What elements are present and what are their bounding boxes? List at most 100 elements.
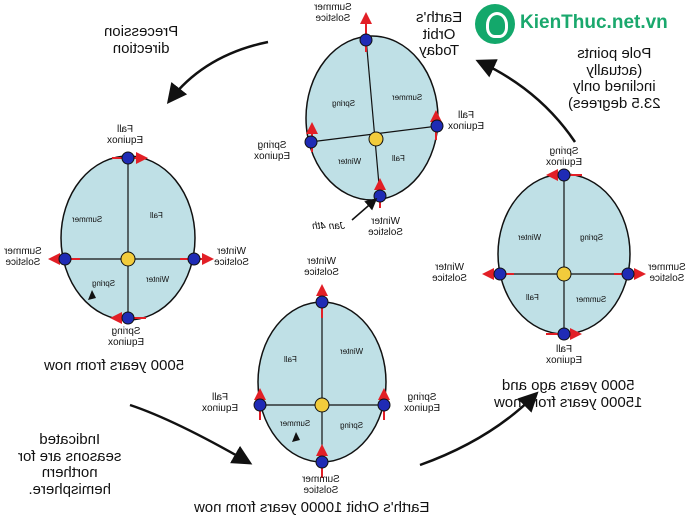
- bottom-q-winter: Winter: [340, 347, 364, 356]
- orbit-today-line-2: Orbit: [422, 25, 456, 43]
- site-logo: KienThuc.net.vn: [472, 2, 700, 46]
- pole-note: Pole points (actually inclined only 23.5…: [568, 45, 661, 112]
- label-line: Equinox: [202, 403, 239, 414]
- top-winter-solstice: Winter Solstice: [368, 216, 403, 238]
- bottom-q-fall: Fall: [284, 355, 297, 364]
- right-summer-solstice: Summer Solstice: [648, 262, 686, 284]
- label-line: Solstice: [214, 257, 250, 268]
- label-line: Summer: [314, 2, 352, 13]
- bottom-q-summer: Summer: [280, 419, 311, 428]
- sun: [368, 131, 384, 147]
- pole-note-line-2: (actually: [586, 61, 643, 79]
- precession-line-1: Precession: [104, 23, 179, 40]
- precession-arrow-right-top: [475, 59, 577, 143]
- label-line: Summer: [302, 474, 340, 485]
- orbit-today-line-3: Today: [419, 42, 460, 59]
- label-line: Solstice: [304, 267, 340, 278]
- right-q-spring: Spring: [580, 233, 604, 242]
- label-line: Equinox: [404, 403, 441, 414]
- label-line: Equinox: [254, 151, 291, 162]
- logo-text: KienThuc.net.vn: [520, 12, 668, 33]
- label-line: Spring: [257, 140, 287, 151]
- planet-fall-equinox: [430, 119, 444, 133]
- orbit-5000-years: [48, 151, 214, 325]
- pole-note-line-1: Pole points: [577, 45, 652, 62]
- top-q-spring: Spring: [332, 99, 356, 108]
- label-line: Spring: [549, 146, 579, 157]
- orbit-today: [304, 12, 444, 221]
- planet-spring-equinox: [304, 135, 318, 149]
- caption-5000-years: 5000 years from now: [44, 357, 185, 374]
- label-line: Winter: [307, 256, 336, 267]
- label-line: Solstice: [315, 13, 351, 24]
- orbit-5000-years-ago: [482, 168, 646, 341]
- right-q-winter: Winter: [518, 233, 542, 242]
- label-line: Fall: [212, 392, 229, 403]
- caption-line-2: 15000 years from now: [494, 393, 643, 411]
- seasons-note-line-1: Indicated: [39, 431, 101, 448]
- top-q-winter: Winter: [338, 157, 362, 166]
- label-line: Fall: [117, 124, 134, 135]
- label-line: Equinox: [108, 337, 145, 348]
- label-line: Solstice: [432, 273, 468, 284]
- label-line: Solstice: [649, 273, 685, 284]
- left-summer-solstice: Summer Solstice: [4, 246, 42, 268]
- planet-winter-solstice: [373, 189, 387, 203]
- top-fall-equinox: Fall Equinox: [448, 110, 484, 132]
- top-summer-solstice: Summer Solstice: [314, 2, 352, 24]
- orbit-today-line-1: Earth's: [416, 9, 463, 26]
- right-winter-solstice: Winter Solstice: [432, 262, 467, 284]
- left-fall-equinox: Fall Equinox: [107, 124, 143, 146]
- left-winter-solstice: Winter Solstice: [214, 246, 249, 268]
- pole-note-line-4: 23.5 degrees): [568, 94, 661, 112]
- label-line: Fall: [458, 110, 475, 121]
- label-line: Solstice: [368, 227, 404, 238]
- seasons-note-line-2: seasons are for: [18, 447, 122, 465]
- orbit-10000-years: [253, 284, 391, 478]
- precession-line-2: direction: [112, 39, 170, 57]
- bottom-fall-equinox: Fall Equinox: [202, 392, 238, 414]
- lightbulb-icon: [475, 4, 515, 44]
- label-line: Winter: [217, 246, 246, 257]
- bottom-q-spring: Spring: [340, 421, 364, 430]
- bottom-winter-solstice: Winter Solstice: [304, 256, 339, 278]
- label-line: Equinox: [448, 121, 485, 132]
- right-spring-equinox: Spring Equinox: [546, 146, 582, 168]
- caption-10000-years: Earth's Orbit 10000 years from now: [194, 499, 430, 516]
- precession-label: Precession direction: [104, 23, 179, 57]
- seasons-note-line-3: northern: [41, 464, 98, 481]
- caption-5000-years-ago: 5000 years ago and 15000 years from now: [494, 377, 643, 411]
- label-line: Fall: [556, 344, 573, 355]
- caption-line-1: 5000 years ago and: [501, 377, 635, 394]
- left-q-winter: Winter: [146, 275, 170, 284]
- left-q-fall: Fall: [150, 211, 163, 220]
- orbit-today-label: Earth's Orbit Today: [416, 9, 463, 60]
- left-q-spring: Spring: [92, 279, 116, 288]
- label-line: Spring: [111, 326, 141, 337]
- label-line: Summer: [648, 262, 686, 273]
- seasons-note-line-4: hemisphere.: [28, 480, 111, 498]
- left-spring-equinox: Spring Equinox: [108, 326, 144, 348]
- planet-summer-solstice: [359, 33, 373, 47]
- right-q-summer: Summer: [576, 295, 607, 304]
- label-line: Equinox: [107, 135, 144, 146]
- top-q-summer: Summer: [392, 93, 423, 102]
- label-line: Summer: [4, 246, 42, 257]
- jan-4th-label: Jan 4th: [312, 221, 345, 232]
- right-fall-equinox: Fall Equinox: [546, 344, 582, 366]
- left-q-summer: Summer: [72, 215, 103, 224]
- label-line: Solstice: [303, 485, 339, 496]
- top-spring-equinox: Spring Equinox: [254, 140, 290, 162]
- label-line: Winter: [371, 216, 400, 227]
- label-line: Equinox: [546, 355, 583, 366]
- precession-arrow-bottom-left: [129, 403, 253, 465]
- right-q-fall: Fall: [526, 293, 539, 302]
- label-line: Solstice: [5, 257, 41, 268]
- bottom-spring-equinox: Spring Equinox: [404, 392, 440, 414]
- precession-arrow-top-left: [166, 40, 269, 104]
- bottom-summer-solstice: Summer Solstice: [302, 474, 340, 496]
- label-line: Spring: [407, 392, 437, 403]
- seasons-note: Indicated seasons are for northern hemis…: [18, 431, 122, 498]
- label-line: Winter: [435, 262, 464, 273]
